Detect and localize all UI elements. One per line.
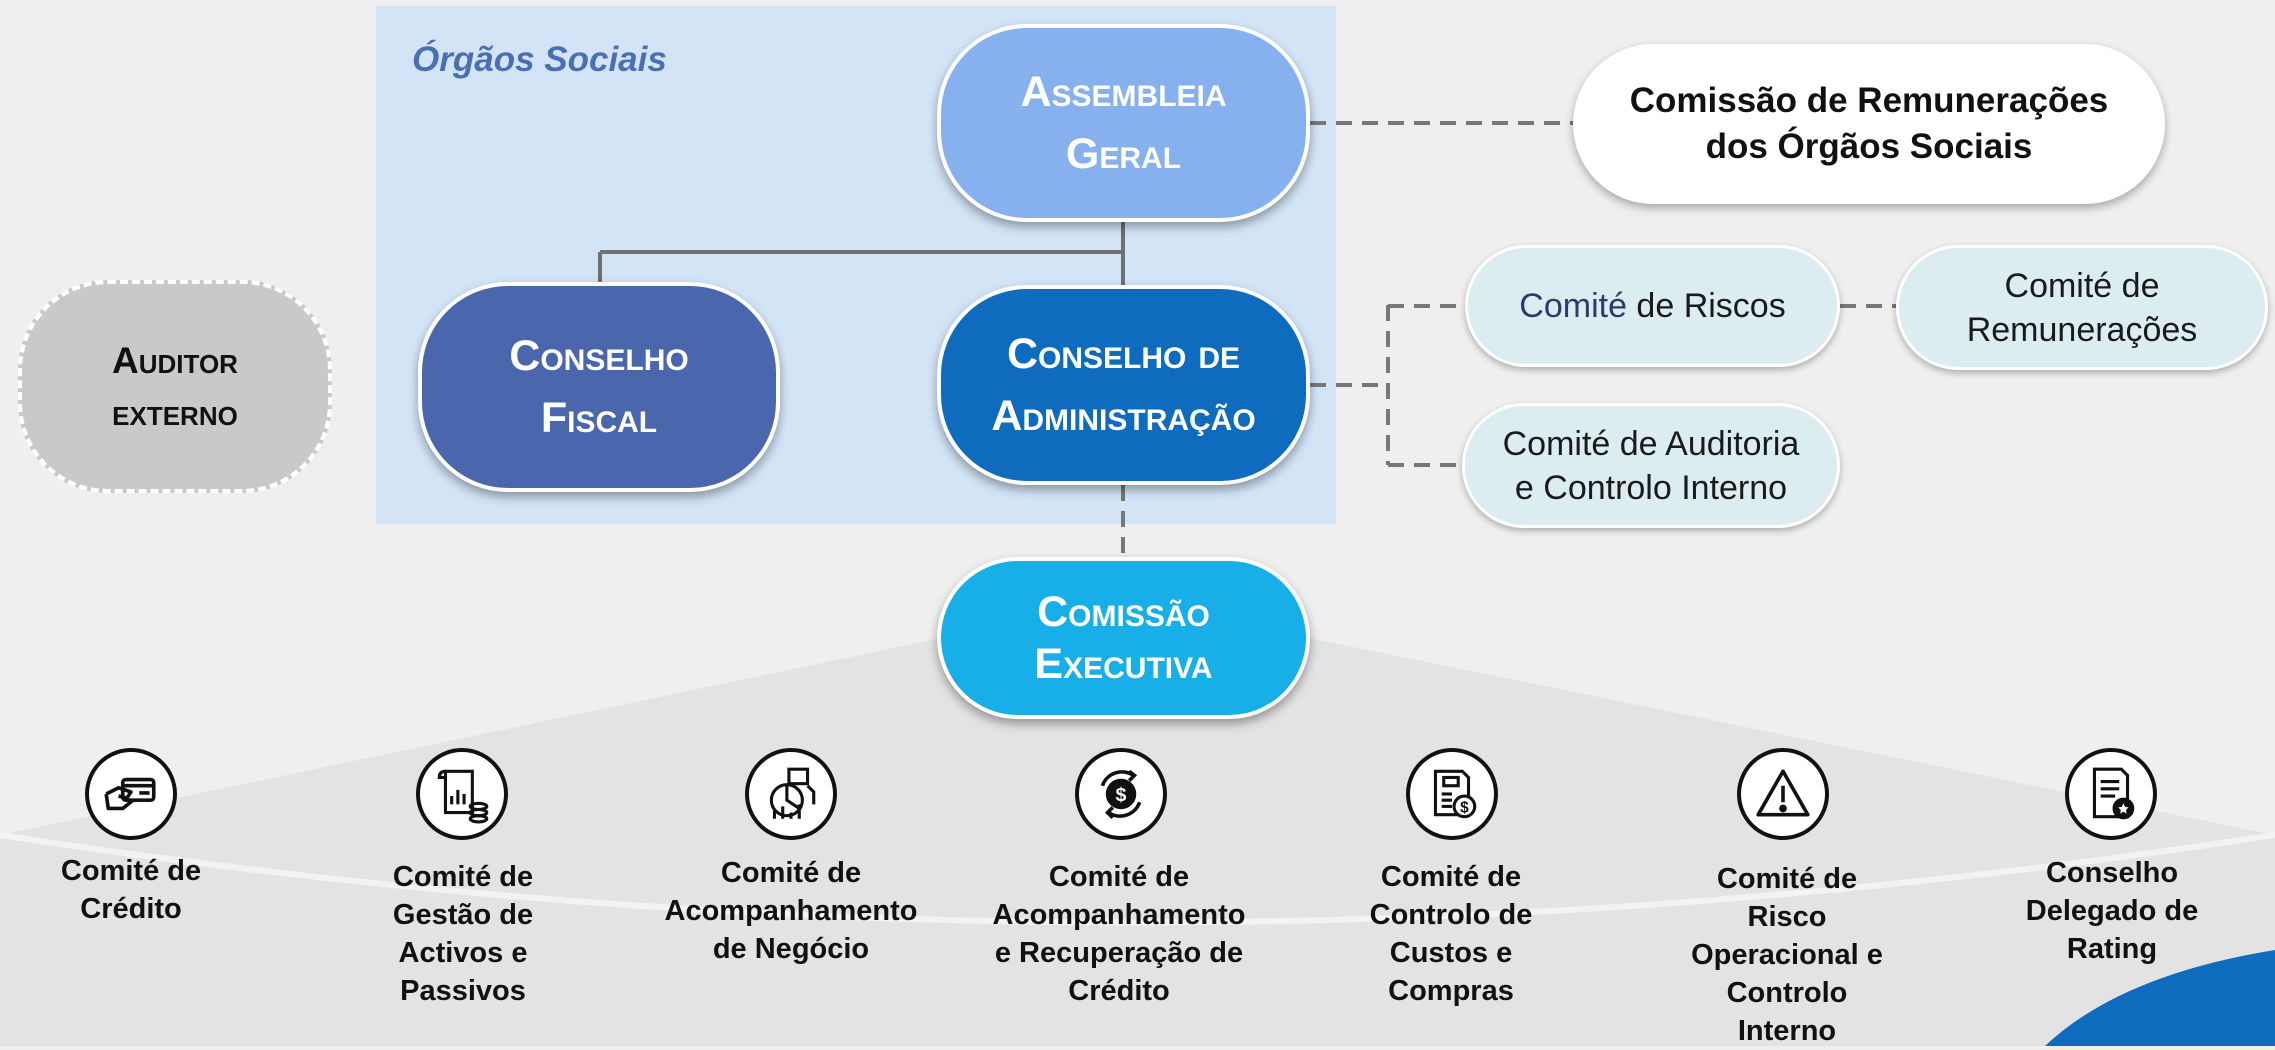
svg-text:$: $ xyxy=(1116,784,1127,806)
comite-auditoria-node: Comité de Auditoria e Controlo Interno xyxy=(1462,403,1840,528)
invoice-dollar-icon: $ xyxy=(1406,748,1498,840)
svg-text:$: $ xyxy=(1460,800,1469,817)
comite-risco-operacional-label: Comité de Risco Operacional e Controlo I… xyxy=(1691,863,1883,1047)
certificate-icon xyxy=(2065,748,2157,840)
comite-gestao-activos-label: Comité de Gestão de Activos e Passivos xyxy=(392,861,534,1007)
comite-controlo-custos-label: Comité de Controlo de Custos e Compras xyxy=(1369,861,1533,1007)
conselho-administracao-node: Conselho de Administração xyxy=(937,285,1310,485)
assembleia-geral-node: Assembleia Geral xyxy=(937,24,1310,222)
auditor-externo-node: Auditor externo xyxy=(18,280,332,493)
corner-accent xyxy=(2045,950,2275,1046)
comite-acompanhamento-recuperacao-label: Comité de Acompanhamento e Recuperação d… xyxy=(992,861,1246,1007)
document-coins-icon xyxy=(416,748,508,840)
conselho-fiscal-node: Conselho Fiscal xyxy=(418,282,780,492)
credit-card-icon xyxy=(85,748,177,840)
conselho-delegado-rating-label: Conselho Delegado de Rating xyxy=(2025,857,2199,965)
comite-remuneracoes-node: Comité de Remunerações xyxy=(1896,245,2268,370)
comite-riscos-node: Comité de Riscos xyxy=(1465,245,1840,367)
comite-acompanhamento-negocio-label: Comité de Acompanhamento de Negócio xyxy=(664,857,918,965)
panel-title: Órgãos Sociais xyxy=(412,40,667,79)
dollar-recovery-icon: $ xyxy=(1075,748,1167,840)
comissao-executiva-node: Comissão Executiva xyxy=(937,557,1310,719)
warning-icon xyxy=(1737,748,1829,840)
business-chart-icon xyxy=(745,748,837,840)
comissao-remuneracoes-node: Comissão de Remunerações dos Órgãos Soci… xyxy=(1573,44,2165,204)
comite-credito-label: Comité de Crédito xyxy=(60,855,202,925)
